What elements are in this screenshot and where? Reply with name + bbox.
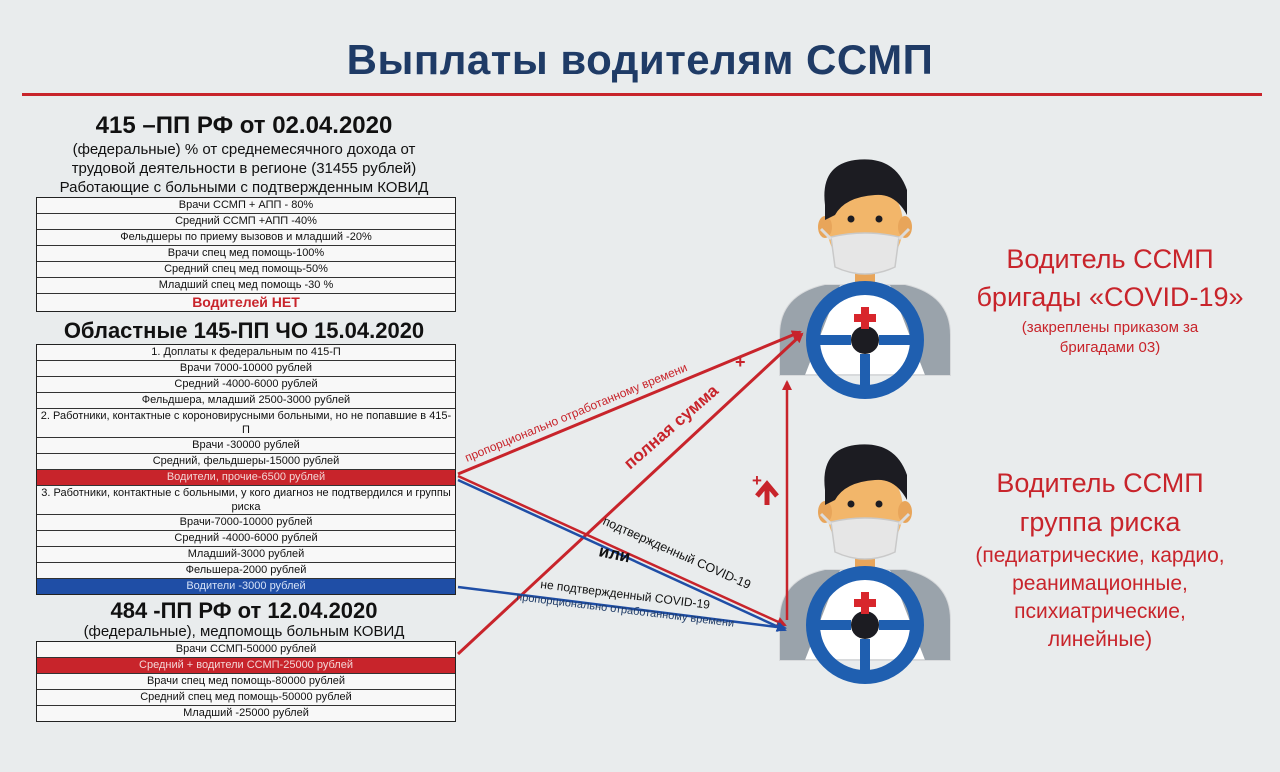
label-plus: + [735, 352, 746, 372]
table-row: Младший-3000 рублей [37, 547, 455, 563]
table-row: Врачи спец мед помощь-100% [37, 246, 455, 262]
arrow-full-sum [456, 332, 804, 656]
table-row: Младший -25000 рублей [183, 707, 309, 719]
driver1-note-line2: бригадами 03) [1059, 339, 1161, 356]
table-row: Фельдшера, младший 2500-3000 рублей [37, 393, 455, 409]
table-row: Средний спец мед помощь-50000 рублей [37, 690, 455, 706]
section2-header: Областные 145-ПП ЧО 15.04.2020 [63, 318, 425, 343]
driver1-title-line1: Водитель ССМП [1006, 244, 1214, 274]
table-row: 2. Работники, контактные с короновирусны… [37, 409, 455, 438]
table-row: Средний -4000-6000 рублей [37, 531, 455, 547]
table-row: Средний -4000-6000 рублей [37, 377, 455, 393]
section1-header: 415 –ПП РФ от 02.04.2020 [95, 112, 393, 139]
table-row: Средний спец мед помощь-50% [37, 262, 455, 278]
table-row: Фельшера-2000 рублей [37, 563, 455, 579]
section3-line: (федеральные), медпомощь больным КОВИД [83, 623, 405, 640]
driver-risk-icon [780, 444, 950, 677]
table-row: Фельдшеры по приему вызовов и младший -2… [37, 230, 455, 246]
table-row: Врачи-7000-10000 рублей [37, 515, 455, 531]
driver2-title-line1: Водитель ССМП [996, 468, 1204, 498]
table-row-drivers-6500: Водители, прочие-6500 рублей [37, 470, 455, 486]
label-or: или [597, 541, 632, 566]
table-row: Врачи 7000-10000 рублей [37, 361, 455, 377]
table-row-no-drivers: Водителей НЕТ [192, 294, 300, 310]
section1-line-2: трудовой деятельности в регионе (31455 р… [71, 160, 417, 177]
driver2-note-line3: психиатрические, [1014, 600, 1186, 623]
table-row: Врачи спец мед помощь-80000 рублей [37, 674, 455, 690]
section3-table: Врачи ССМП-50000 рублей Средний + водите… [36, 641, 456, 722]
table-row: Врачи ССМП-50000 рублей [37, 642, 455, 658]
section1-table: Врачи ССМП + АПП - 80% Средний ССМП +АПП… [36, 197, 456, 312]
arrow-not-confirmed [457, 585, 787, 632]
driver-covid-icon [780, 159, 950, 392]
label-plus-2: + [752, 471, 762, 490]
driver2-title-line2: группа риска [1019, 507, 1181, 537]
table-row-drivers-3000: Водители -3000 рублей [37, 579, 455, 594]
arrow-proportional [457, 330, 802, 476]
arrow-confirmed [457, 474, 787, 627]
arrow-or [457, 478, 787, 632]
table-row: 3. Работники, контактные с больными, у к… [37, 486, 455, 515]
driver2-note-line2: реанимационные, [1012, 572, 1188, 595]
driver2-note-line4: линейные) [1047, 628, 1153, 651]
table-row: 1. Доплаты к федеральным по 415-П [37, 345, 455, 361]
table-row: Средний, фельдшеры-15000 рублей [37, 454, 455, 470]
table-row: Врачи ССМП + АПП - 80% [37, 198, 455, 214]
section1-line-1: (федеральные) % от среднемесячного доход… [72, 141, 416, 158]
title-divider [22, 93, 1262, 96]
arrow-up-icon [755, 480, 779, 505]
table-row: Средний ССМП +АПП -40% [37, 214, 455, 230]
page-title: Выплаты водителям ССМП [346, 36, 934, 83]
table-row-drivers-25000: Средний + водители ССМП-25000 рублей [37, 658, 455, 674]
section1-line-3: Работающие с больными с подтвержденным К… [59, 179, 429, 196]
driver1-title-line2: бригады «COVID-19» [976, 282, 1244, 312]
section2-table: 1. Доплаты к федеральным по 415-П Врачи … [36, 344, 456, 595]
driver2-note-line1: (педиатрические, кардио, [975, 544, 1225, 567]
section3-header: 484 -ПП РФ от 12.04.2020 [110, 598, 378, 623]
table-row: Младший спец мед помощь -30 % [37, 278, 455, 294]
driver1-note-line1: (закреплены приказом за [1021, 319, 1199, 336]
table-row: Врачи -30000 рублей [37, 438, 455, 454]
